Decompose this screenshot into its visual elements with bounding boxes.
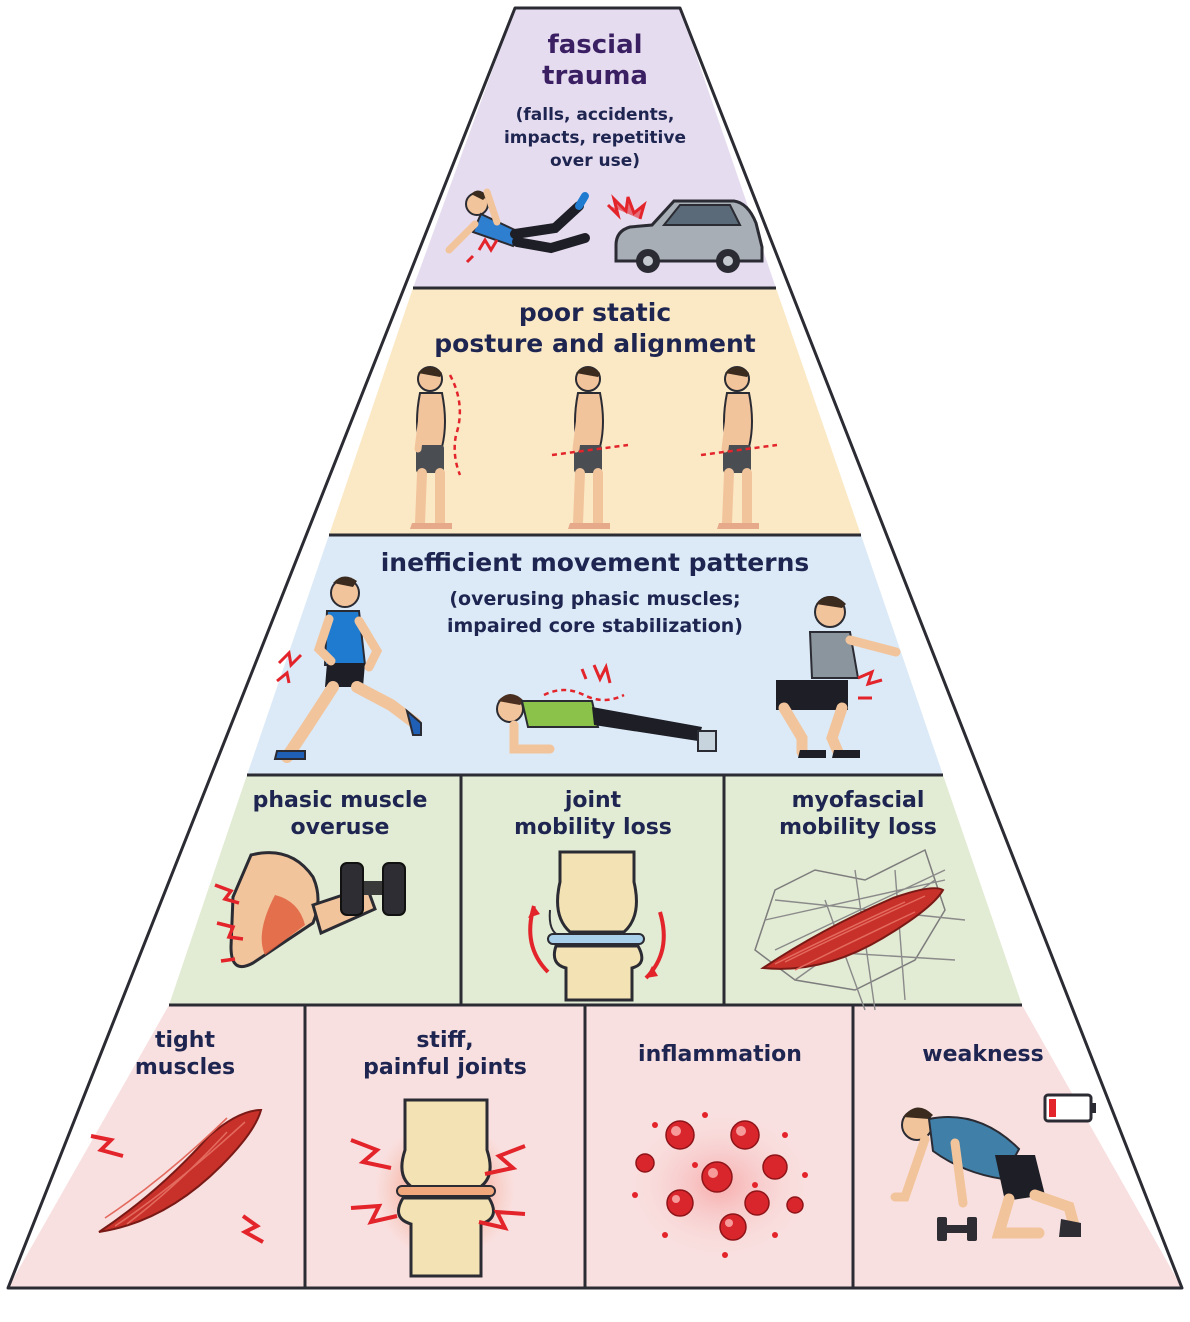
- knee-joint-icon: [528, 850, 666, 1002]
- myofascial-mobility-loss-label: myofascial mobility loss: [730, 788, 986, 842]
- joint-label-line-2: mobility loss: [514, 814, 672, 840]
- trauma-subtitle-line-3: over use): [549, 150, 641, 171]
- joint-mobility-loss-label: joint mobility loss: [466, 788, 720, 842]
- tier-dividers: [6, 6, 1184, 1290]
- myofascial-label-line-2: mobility loss: [779, 814, 937, 840]
- stiff-label-line-2: painful joints: [363, 1054, 527, 1080]
- movement-tier: [247, 535, 943, 775]
- trauma-title-line-2: trauma: [542, 61, 648, 92]
- movement-title: inefficient movement patterns: [380, 548, 810, 577]
- trauma-subtitle-line-2: impacts, repetitive: [503, 127, 686, 148]
- phasic-label-line-2: overuse: [290, 814, 390, 840]
- movement-subtitle: (overusing phasic muscles; impaired core…: [345, 586, 845, 639]
- tight-muscles-label: tight muscles: [85, 1028, 285, 1082]
- movement-subtitle-line-1: (overusing phasic muscles;: [449, 588, 741, 610]
- inflammation-cells-icon: [620, 1105, 820, 1265]
- muscle-mesh-icon: [754, 848, 966, 1011]
- inflammation-label-line-1: inflammation: [638, 1042, 802, 1067]
- standing-figure-icon: [700, 366, 778, 529]
- inflammation-label: inflammation: [590, 1042, 850, 1069]
- crashed-car-icon: [606, 194, 764, 273]
- standing-figure-icon: [410, 366, 462, 529]
- biceps-dumbbell-icon: [214, 851, 406, 968]
- trauma-subtitle-line-1: (falls, accidents,: [515, 105, 675, 125]
- falling-person-icon: [445, 190, 585, 262]
- posture-line: [551, 443, 629, 457]
- tight-label-line-2: muscles: [134, 1054, 236, 1080]
- symptoms-tier: [8, 1005, 1182, 1288]
- myofascial-label-line-1: myofascial: [791, 788, 925, 813]
- weak-person-icon: [890, 1093, 1096, 1241]
- posture-title-line-1: poor static: [518, 298, 672, 327]
- phasic-muscle-overuse-label: phasic muscle overuse: [215, 788, 465, 842]
- trauma-title: fascial trauma: [470, 30, 720, 92]
- trauma-title-line-1: fascial: [547, 30, 643, 60]
- posture-line: [448, 374, 462, 476]
- tight-label-line-1: tight: [155, 1028, 215, 1053]
- painful-knee-icon: [350, 1098, 526, 1278]
- movement-subtitle-line-2: impaired core stabilization): [447, 614, 743, 637]
- tight-muscle-icon: [90, 1108, 264, 1244]
- joint-label-line-1: joint: [564, 788, 622, 813]
- stiff-label-line-1: stiff,: [416, 1028, 474, 1053]
- weakness-label: weakness: [858, 1042, 1108, 1069]
- posture-title-line-2: posture and alignment: [434, 328, 756, 358]
- squat-icon: [776, 596, 901, 758]
- standing-figure-icon: [551, 366, 629, 529]
- posture-line: [700, 443, 778, 457]
- stiff-painful-joints-label: stiff, painful joints: [310, 1028, 580, 1082]
- posture-title: poor static posture and alignment: [395, 298, 795, 359]
- trauma-subtitle: (falls, accidents, impacts, repetitive o…: [470, 104, 720, 173]
- weakness-label-line-1: weakness: [922, 1042, 1044, 1067]
- runner-icon: [273, 576, 422, 763]
- plank-icon: [496, 662, 717, 754]
- phasic-label-line-1: phasic muscle: [252, 788, 428, 813]
